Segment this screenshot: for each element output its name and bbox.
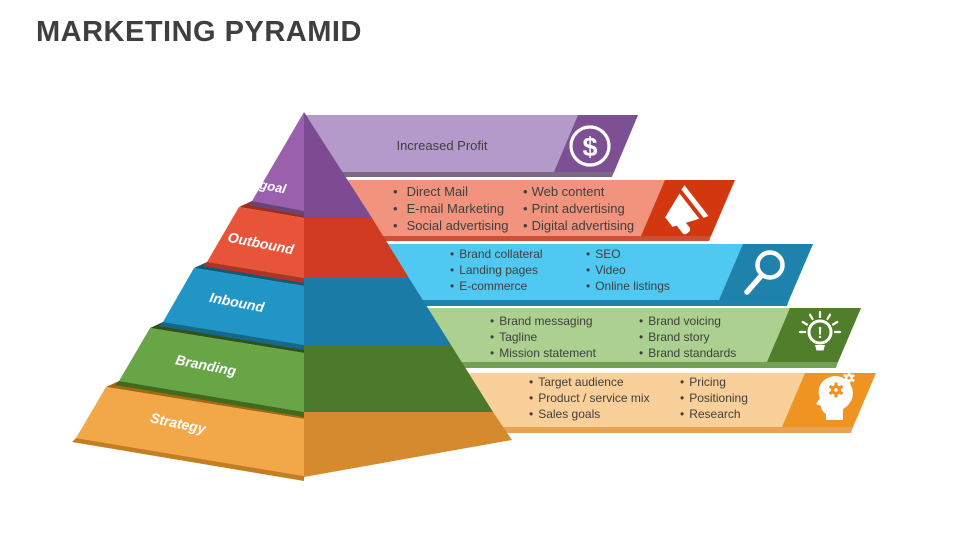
front-lip-goal: [248, 201, 304, 216]
bullet-item: •E-commerce: [450, 279, 528, 293]
small-gear: [843, 372, 855, 384]
bullet-item: •Research: [680, 407, 741, 421]
front-face-branding: [119, 328, 304, 412]
magnifier-icon: [744, 250, 785, 295]
front-face-strategy: [76, 387, 304, 476]
bullet-item: •Online listings: [586, 279, 670, 293]
bullet-item: •Target audience: [529, 375, 624, 389]
bullet-item: •Video: [586, 263, 626, 277]
megaphone-icon: [665, 185, 709, 235]
bullet-item: •Brand collateral: [450, 247, 543, 261]
bullet-item: •Pricing: [680, 375, 726, 389]
bullet-item: •Product / service mix: [529, 391, 650, 405]
banner-shadow: [304, 172, 614, 177]
banner-goal: Increased Profit $: [304, 115, 638, 177]
bullet-item: •Digital advertising: [523, 218, 634, 233]
side-face-strategy: [304, 412, 512, 477]
banner-strip: [304, 115, 638, 172]
bullet-item: •Direct Mail: [393, 184, 468, 199]
svg-text:$: $: [582, 132, 597, 162]
side-face-outbound: [304, 218, 409, 278]
icon-block: [719, 244, 813, 300]
banner-outbound: •Direct Mail •E-mail Marketing •Social a…: [304, 180, 735, 241]
bullet-item: •Mission statement: [490, 346, 597, 360]
pyramid-label-goal: goal: [257, 176, 287, 196]
banner-heading: Increased Profit: [396, 138, 487, 153]
front-face-outbound: [207, 207, 304, 278]
gear-cutout: [828, 382, 844, 398]
bullet-item: •Positioning: [680, 391, 748, 405]
side-face-inbound: [304, 278, 451, 345]
bullet-item: •Brand story: [639, 330, 710, 344]
banner-strip: [304, 180, 735, 236]
bullet-item: •Print advertising: [523, 201, 625, 216]
dollar-icon: $: [569, 125, 611, 167]
side-face-goal: [304, 112, 372, 218]
front-face-goal: [252, 112, 304, 211]
lightbulb-icon: !: [798, 310, 842, 351]
bullet-item: •E-mail Marketing: [393, 201, 504, 216]
pyramid: goal Outbound Inbound Branding Strategy: [72, 112, 512, 481]
bullet-item: •Brand voicing: [639, 314, 721, 328]
front-lip-branding: [115, 381, 304, 417]
side-face-branding: [304, 345, 493, 412]
front-lip-inbound: [159, 322, 304, 350]
banner-shadow: [304, 236, 711, 241]
front-lip-strategy: [72, 438, 304, 481]
front-face-inbound: [163, 268, 304, 345]
bullet-item: •Web content: [523, 184, 605, 199]
bullet-item: •Landing pages: [450, 263, 538, 277]
bullet-item: •Social advertising: [393, 218, 508, 233]
svg-text:!: !: [817, 325, 822, 342]
bullet-item: •Brand standards: [639, 346, 736, 360]
bullet-item: •SEO: [586, 247, 621, 261]
banner-inbound: •Brand collateral •Landing pages •E-comm…: [304, 244, 813, 306]
bullet-item: •Tagline: [490, 330, 538, 344]
page-title: MARKETING PYRAMID: [36, 16, 362, 48]
banner-strip: [304, 244, 813, 300]
bullet-item: •Sales goals: [529, 407, 600, 421]
front-lip-outbound: [203, 262, 304, 283]
head-gear-icon: [816, 372, 855, 420]
bullet-item: •Brand messaging: [490, 314, 593, 328]
